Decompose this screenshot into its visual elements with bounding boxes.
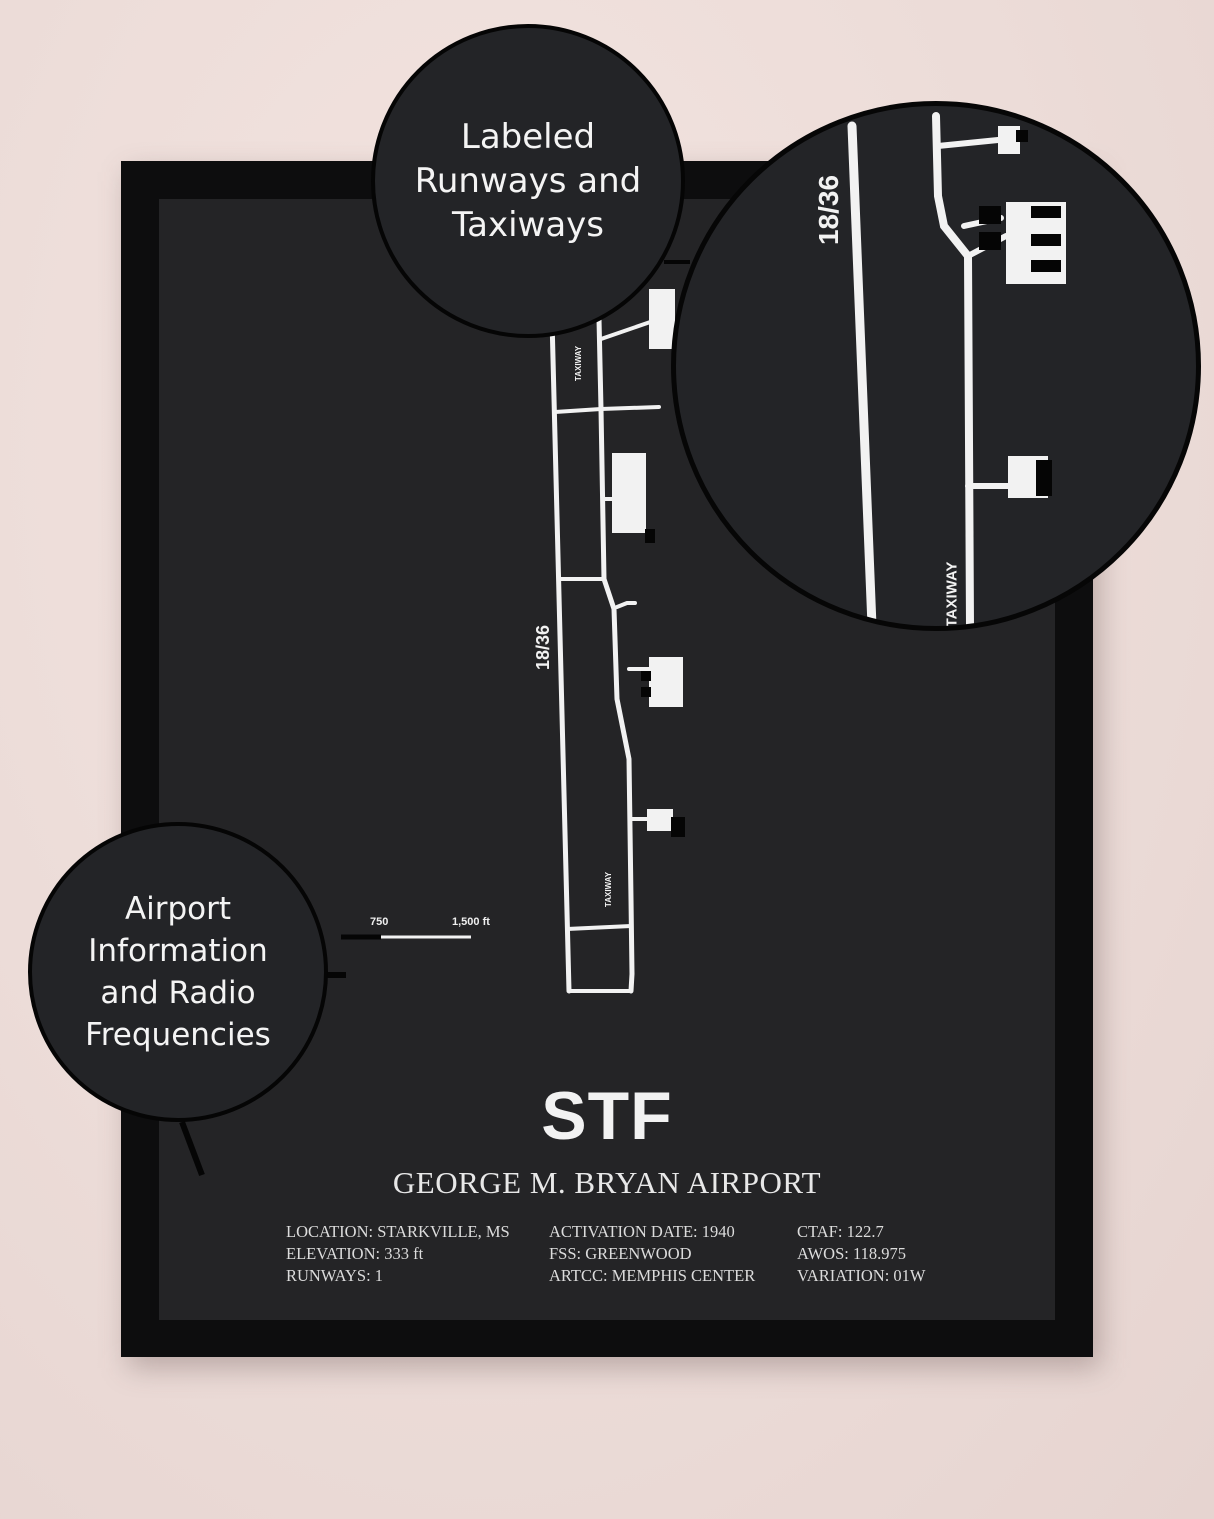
zoom-callout: 18/36 TAXIWAY [671, 101, 1201, 631]
info-location: LOCATION: STARKVILLE, MS [286, 1222, 510, 1241]
zoom-runway-label: 18/36 [813, 174, 845, 246]
parallel-taxiway [596, 316, 635, 994]
callout-line: Information [88, 933, 268, 969]
info-ctaf: CTAF: 122.7 [797, 1222, 884, 1241]
info-awos: AWOS: 118.975 [797, 1244, 906, 1263]
hangar [641, 687, 651, 697]
zoom-hangar [1031, 260, 1061, 272]
callout-line: Taxiways [451, 205, 605, 245]
info-column-1: LOCATION: STARKVILLE, MS ELEVATION: 333 … [286, 1221, 510, 1287]
callout-line: Frequencies [85, 1017, 271, 1053]
zoom-taxiway-label: TAXIWAY [943, 561, 961, 628]
zoom-apron [998, 126, 1020, 154]
callout-line: Labeled [460, 117, 596, 157]
info-fss: FSS: GREENWOOD [549, 1244, 692, 1263]
zoomed-diagram [847, 112, 1066, 626]
callout-line: Airport [124, 891, 232, 927]
callout-airport-info: Airport Information and Radio Frequencie… [28, 822, 328, 1122]
taxiway-connector [553, 407, 603, 414]
airport-name: GEORGE M. BRYAN AIRPORT [392, 1165, 822, 1200]
zoom-connector [935, 137, 1001, 149]
info-column-2: ACTIVATION DATE: 1940 FSS: GREENWOOD ART… [549, 1221, 755, 1287]
airport-code: STF [541, 1078, 673, 1154]
taxiway-connector [565, 924, 633, 931]
callout-line: Runways and [414, 161, 642, 201]
apron [649, 657, 683, 707]
zoom-hangar [979, 232, 1001, 250]
runway-18-36 [549, 316, 572, 994]
info-runways: RUNWAYS: 1 [286, 1266, 384, 1285]
apron [612, 453, 646, 533]
taxiway-connector [615, 601, 637, 609]
zoom-hangar [1031, 234, 1061, 246]
info-column-3: CTAF: 122.7 AWOS: 118.975 VARIATION: 01W [797, 1221, 925, 1287]
info-activation: ACTIVATION DATE: 1940 [549, 1222, 735, 1241]
callout-runways-taxiways: Labeled Runways and Taxiways [371, 24, 685, 338]
hangar [641, 671, 651, 681]
taxiway-connector [599, 405, 661, 411]
apron [647, 809, 673, 831]
zoom-runway [847, 121, 877, 626]
info-variation: VARIATION: 01W [797, 1266, 926, 1285]
callout-line: and Radio [100, 975, 256, 1011]
apron [649, 289, 675, 349]
info-artcc: ARTCC: MEMPHIS CENTER [549, 1266, 756, 1285]
zoom-hangar [1036, 460, 1052, 496]
zoom-taxiway [932, 112, 974, 626]
scale-label-end: 1,500 ft [452, 916, 490, 928]
info-elevation: ELEVATION: 333 ft [286, 1244, 424, 1263]
zoom-hangar [1031, 206, 1061, 218]
scale-label-mid: 750 [370, 916, 389, 928]
hangar [671, 817, 685, 837]
hangar [645, 529, 655, 543]
zoom-hangar [1016, 130, 1028, 142]
airport-diagram [341, 289, 685, 994]
zoom-hangar [979, 206, 1001, 224]
